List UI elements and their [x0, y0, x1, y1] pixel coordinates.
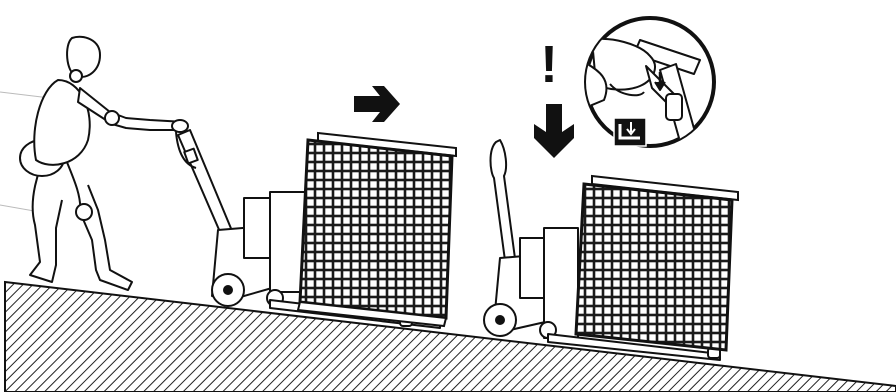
- detail-inset: [580, 18, 726, 156]
- arrow-right-icon: [354, 86, 400, 122]
- slope-ground: [5, 282, 896, 392]
- arrow-down-icon: [534, 104, 574, 158]
- warning-symbol: !: [540, 36, 557, 94]
- operator-figure: [20, 37, 188, 290]
- caged-load-left: [298, 133, 456, 326]
- lower-fork-icon: [614, 118, 646, 146]
- caged-load-right: [576, 176, 738, 350]
